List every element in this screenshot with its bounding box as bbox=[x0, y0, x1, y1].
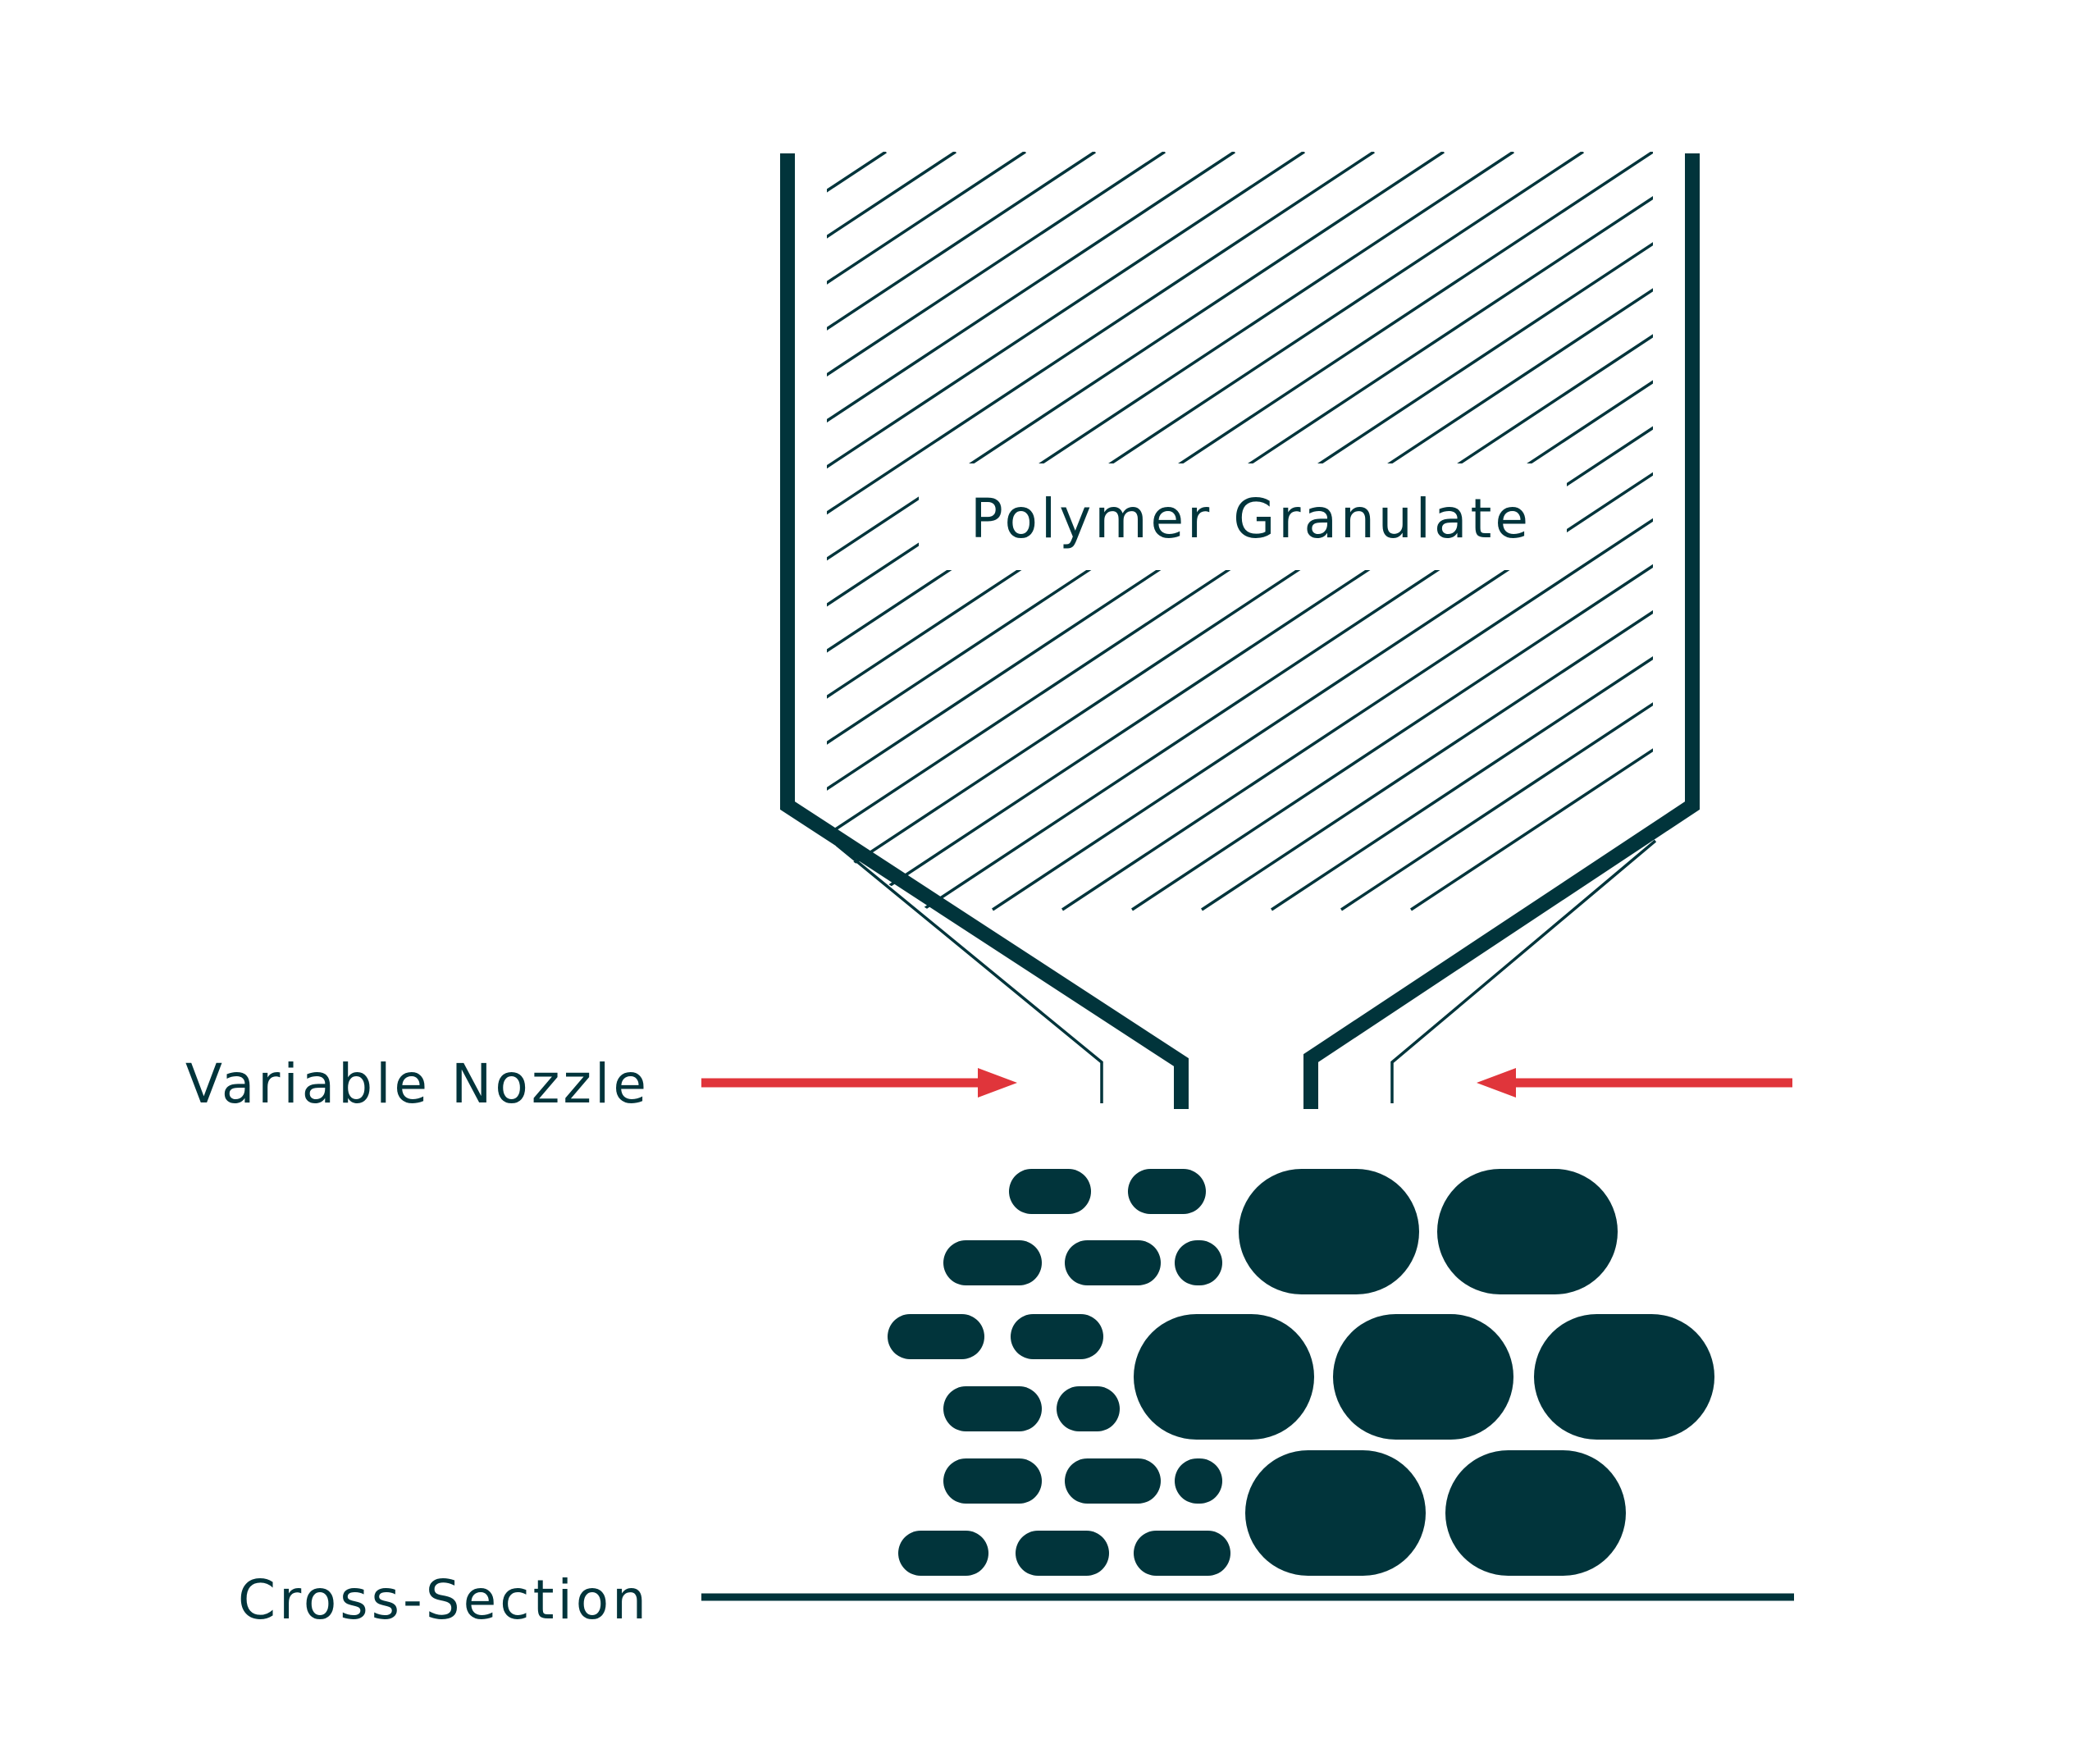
hatch-line bbox=[0, 152, 398, 910]
hopper-right-wall bbox=[1303, 153, 1700, 1109]
nozzle-label: Variable Nozzle bbox=[185, 1052, 650, 1116]
thin-strand bbox=[943, 1458, 1042, 1504]
thin-strand bbox=[1175, 1458, 1222, 1504]
cross-section-strands bbox=[888, 1169, 1714, 1576]
hatch-line bbox=[0, 152, 677, 910]
hatch-line bbox=[827, 152, 1445, 911]
hatch-line bbox=[1340, 152, 1653, 911]
hatch-line bbox=[827, 152, 1096, 911]
thick-strand bbox=[1245, 1450, 1426, 1576]
cross-section-label: Cross-Section bbox=[238, 1568, 650, 1632]
hopper-label-backdrop bbox=[919, 463, 1567, 570]
nozzle-left-outer bbox=[835, 843, 1103, 1103]
hatch-line bbox=[0, 152, 468, 910]
thin-strand bbox=[1128, 1169, 1206, 1214]
right-arrow-head bbox=[1477, 1068, 1516, 1098]
thin-strand bbox=[1011, 1314, 1103, 1359]
hatch-line bbox=[1061, 152, 1653, 911]
nozzle-right-outer bbox=[1390, 839, 1657, 1103]
thin-strand bbox=[943, 1386, 1042, 1431]
thick-strand bbox=[1445, 1450, 1626, 1576]
thin-strand bbox=[1134, 1531, 1230, 1576]
thin-strand bbox=[888, 1314, 984, 1359]
nozzle-arrows bbox=[701, 1068, 1792, 1098]
nozzle-outer-lines bbox=[835, 839, 1657, 1103]
hatch-line bbox=[0, 152, 328, 910]
thin-strand bbox=[1057, 1386, 1120, 1431]
thin-strand bbox=[943, 1240, 1042, 1285]
thin-strand bbox=[898, 1531, 988, 1576]
thin-strand bbox=[1065, 1458, 1161, 1504]
thin-strand bbox=[1016, 1531, 1109, 1576]
hatch-line bbox=[827, 152, 956, 911]
hatch-line bbox=[827, 152, 1305, 911]
hatch-line bbox=[1271, 152, 1653, 911]
hatch-line bbox=[827, 152, 1166, 911]
thick-strand bbox=[1239, 1169, 1419, 1294]
thick-strand bbox=[1134, 1314, 1314, 1440]
hatch-line bbox=[827, 152, 1235, 911]
hopper-left-wall bbox=[780, 153, 1189, 1109]
thick-strand bbox=[1333, 1314, 1513, 1440]
hatch-line bbox=[0, 152, 607, 910]
hatch-line bbox=[0, 152, 537, 910]
thick-strand bbox=[1437, 1169, 1618, 1294]
hopper-label: Polymer Granulate bbox=[970, 487, 1532, 550]
hopper bbox=[780, 153, 1700, 1109]
hatch-line bbox=[827, 152, 887, 911]
hatch-line bbox=[0, 152, 746, 910]
hatch-line bbox=[1410, 152, 1653, 911]
hatch-line bbox=[827, 152, 1026, 911]
thin-strand bbox=[1009, 1169, 1091, 1214]
thin-strand bbox=[1175, 1240, 1222, 1285]
hatch-line bbox=[0, 152, 816, 910]
thin-strand bbox=[1065, 1240, 1161, 1285]
thick-strand bbox=[1534, 1314, 1714, 1440]
hatch-line bbox=[1131, 152, 1653, 911]
hatch-line bbox=[1201, 152, 1653, 911]
hatch-line bbox=[827, 152, 1375, 911]
granulate-hatching bbox=[0, 152, 1653, 911]
left-arrow-head bbox=[978, 1068, 1017, 1098]
